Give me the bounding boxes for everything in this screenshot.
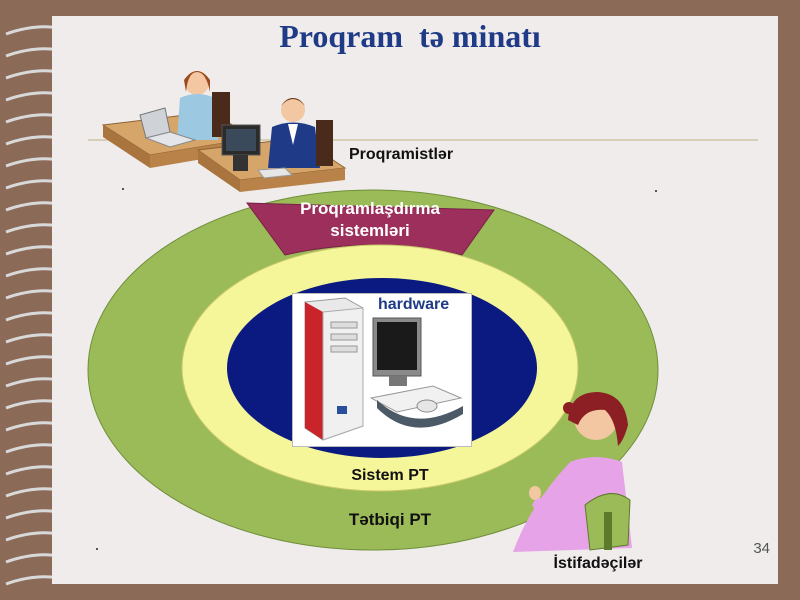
label-programming-systems: Proqramlaşdırma sistemləri <box>300 199 440 240</box>
slide-title: Proqram tә minatı <box>279 18 541 54</box>
page-number: 34 <box>753 540 770 557</box>
hardware-image-frame <box>292 293 472 447</box>
user-person-icon <box>513 392 632 552</box>
label-hardware: hardware <box>378 296 450 313</box>
label-applied-software: Tətbiqi PT <box>348 510 432 529</box>
computer-hardware-icon <box>304 297 463 441</box>
label-users: İstifadəçilər <box>553 555 643 572</box>
label-system-software: Sistem PT <box>351 467 429 484</box>
title-divider <box>88 139 758 141</box>
programmers-illustration-icon <box>101 71 347 192</box>
label-programmers: Proqramistlər <box>349 146 454 163</box>
